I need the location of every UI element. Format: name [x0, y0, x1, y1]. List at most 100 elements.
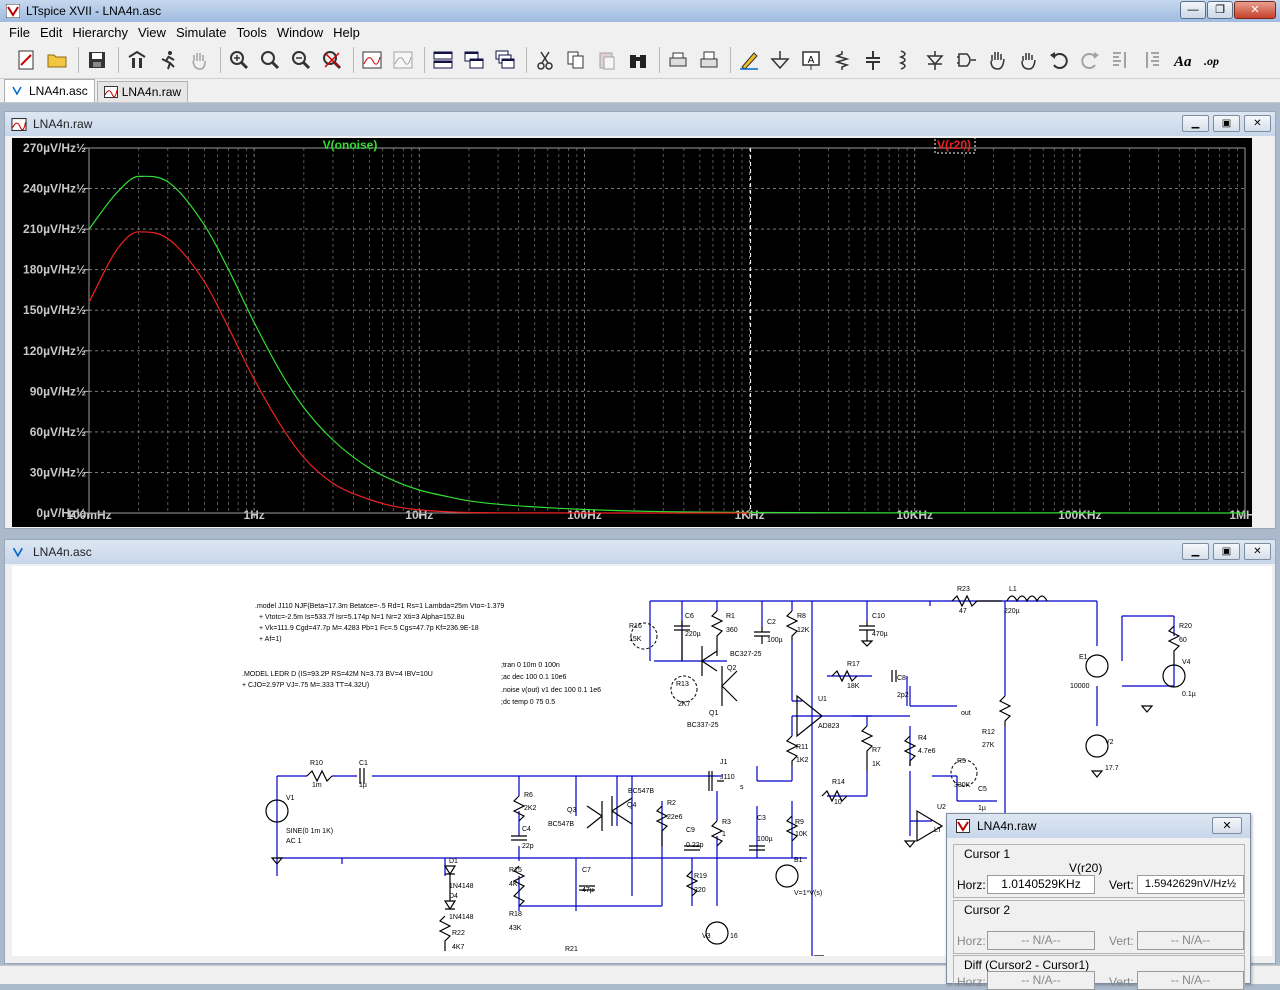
- print-setup-icon[interactable]: [695, 46, 723, 74]
- halt-icon[interactable]: [185, 46, 213, 74]
- waveform-plot-area[interactable]: 100mHz1Hz10Hz100Hz1KHz10KHz100KHz1MHz0µV…: [12, 136, 1261, 527]
- transistors-q3-q4[interactable]: [586, 796, 633, 831]
- menu-edit[interactable]: Edit: [39, 24, 63, 40]
- resistor-r6[interactable]: [512, 795, 526, 822]
- source-v3[interactable]: [705, 921, 729, 945]
- save-icon[interactable]: [83, 46, 111, 74]
- spice-directive[interactable]: ;tran 0 10m 0 100n: [501, 662, 560, 669]
- find-binoculars-icon[interactable]: [624, 46, 652, 74]
- inductor-icon[interactable]: [890, 46, 918, 74]
- diodes-d1-d4[interactable]: [443, 865, 457, 911]
- menu-tools[interactable]: Tools: [236, 24, 267, 40]
- capacitors-c3-c7-c9[interactable]: [579, 845, 765, 891]
- waveform-maximize-button[interactable]: ▣: [1213, 115, 1240, 132]
- legend-label[interactable]: V(onoise): [323, 138, 378, 152]
- spice-directive[interactable]: .noise v(out) v1 dec 100 0.1 1e6: [501, 687, 601, 694]
- schematic-maximize-button[interactable]: ▣: [1213, 543, 1240, 560]
- schematic-drawing[interactable]: .model J110 NJF(Beta=17.3m Betatce=-.5 R…: [12, 566, 1272, 956]
- source-v2[interactable]: [1085, 734, 1109, 758]
- waveform-settings-icon[interactable]: [389, 46, 417, 74]
- cut-icon[interactable]: [531, 46, 559, 74]
- resistor-r4[interactable]: [903, 735, 917, 766]
- menu-hierarchy[interactable]: Hierarchy: [72, 24, 128, 40]
- source-b1[interactable]: [775, 864, 799, 888]
- minimize-button[interactable]: —: [1180, 1, 1206, 19]
- open-folder-icon[interactable]: [43, 46, 71, 74]
- cursor1-horz-value[interactable]: 1.0140529KHz: [987, 875, 1095, 894]
- noise-probe-markers[interactable]: [630, 622, 978, 787]
- rotate-icon[interactable]: [1107, 46, 1135, 74]
- noise-plot[interactable]: 100mHz1Hz10Hz100Hz1KHz10KHz100KHz1MHz0µV…: [12, 136, 1261, 527]
- tile-vertical-icon[interactable]: [460, 46, 488, 74]
- tab-raw[interactable]: LNA4n.raw: [96, 81, 189, 102]
- resistor-r20[interactable]: [1167, 625, 1181, 666]
- schematic-close-button[interactable]: ✕: [1244, 543, 1271, 560]
- label-net-icon[interactable]: A: [797, 46, 825, 74]
- schematic-minimize-button[interactable]: ▁: [1182, 543, 1209, 560]
- component-icon[interactable]: [952, 46, 980, 74]
- waveform-close-button[interactable]: ✕: [1244, 115, 1271, 132]
- undo-icon[interactable]: [1045, 46, 1073, 74]
- waveform-minimize-button[interactable]: ▁: [1182, 115, 1209, 132]
- schematic-components[interactable]: [265, 594, 1186, 956]
- draw-wire-pencil-icon[interactable]: [735, 46, 763, 74]
- resistor-r1[interactable]: [710, 610, 724, 656]
- resistor-r9[interactable]: [785, 815, 799, 842]
- zoom-in-icon[interactable]: [225, 46, 253, 74]
- text-icon[interactable]: Aa: [1169, 46, 1197, 74]
- resistor-r12[interactable]: [998, 695, 1012, 726]
- legend-label[interactable]: V(r20): [937, 138, 971, 152]
- resistor-r19[interactable]: [685, 870, 699, 897]
- run-icon[interactable]: [154, 46, 182, 74]
- move-hand-icon[interactable]: [983, 46, 1011, 74]
- capacitor-c6[interactable]: [674, 621, 690, 661]
- resistor-r22[interactable]: [438, 915, 452, 951]
- resistors-r15-r18[interactable]: [512, 865, 526, 907]
- mirror-icon[interactable]: [1138, 46, 1166, 74]
- resistor-r2[interactable]: [655, 805, 669, 846]
- resistor-r3[interactable]: [710, 820, 724, 847]
- resistor-r10[interactable]: [306, 769, 333, 783]
- redo-icon[interactable]: [1076, 46, 1104, 74]
- jfet-j1[interactable]: [708, 771, 724, 791]
- spice-directive[interactable]: ;ac dec 100 0.1 10e6: [501, 674, 566, 681]
- capacitor-c2[interactable]: [754, 626, 770, 644]
- zoom-out-icon[interactable]: [287, 46, 315, 74]
- opamp-u2[interactable]: [916, 809, 944, 843]
- resistor-r23[interactable]: [951, 594, 1002, 608]
- cursor1-vert-value[interactable]: 1.5942629nV/Hz½: [1137, 875, 1244, 894]
- menu-simulate[interactable]: Simulate: [175, 24, 227, 40]
- ground-icon[interactable]: [766, 46, 794, 74]
- resistor-icon[interactable]: [828, 46, 856, 74]
- paste-icon[interactable]: [593, 46, 621, 74]
- resistor-r14[interactable]: [821, 789, 848, 803]
- capacitor-c4[interactable]: [511, 835, 527, 841]
- resistor-r8[interactable]: [785, 610, 799, 641]
- restore-button[interactable]: ❐: [1207, 1, 1233, 19]
- capacitor-c1[interactable]: [359, 768, 365, 784]
- zoom-fit-icon[interactable]: [318, 46, 346, 74]
- transistor-q2[interactable]: [701, 646, 718, 676]
- inductor-l1[interactable]: [1006, 595, 1048, 603]
- menu-window[interactable]: Window: [276, 24, 324, 40]
- menu-view[interactable]: View: [137, 24, 166, 40]
- source-e1[interactable]: [1085, 654, 1109, 678]
- resistor-r7[interactable]: [860, 725, 874, 771]
- resistor-r11[interactable]: [785, 735, 799, 766]
- capacitor-c8[interactable]: [891, 670, 897, 682]
- copy-icon[interactable]: [562, 46, 590, 74]
- capacitor-c10[interactable]: [859, 621, 875, 647]
- source-v4[interactable]: [1162, 664, 1186, 688]
- diode-icon[interactable]: [921, 46, 949, 74]
- capacitor-icon[interactable]: [859, 46, 887, 74]
- source-v1[interactable]: [265, 799, 289, 823]
- opamp-u1[interactable]: [796, 694, 823, 738]
- drag-hand-icon[interactable]: [1014, 46, 1042, 74]
- cursor-window-close-button[interactable]: ✕: [1212, 817, 1242, 834]
- spice-directive-icon[interactable]: .op: [1200, 46, 1228, 74]
- autorange-icon[interactable]: [358, 46, 386, 74]
- spice-directive[interactable]: ;dc temp 0 75 0.5: [501, 699, 555, 706]
- zoom-pan-icon[interactable]: [256, 46, 284, 74]
- resistor-r17[interactable]: [831, 669, 858, 683]
- new-schematic-icon[interactable]: [12, 46, 40, 74]
